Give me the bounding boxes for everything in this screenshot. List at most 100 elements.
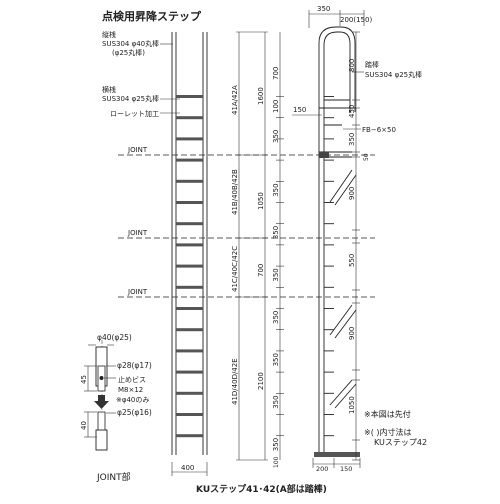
joint-label-2: JOINT (127, 229, 148, 237)
dim-900-b: 900 (348, 327, 356, 340)
rung (176, 285, 203, 289)
side-rail-label-1: 縦桟 (102, 30, 116, 39)
spacing-350: 350 (272, 130, 280, 143)
note-2: ※( )内寸法は (364, 427, 412, 437)
rung (176, 243, 203, 247)
joint-lower-tube (95, 429, 108, 451)
dim-200-bottom: 200 (316, 465, 328, 473)
rung (176, 137, 203, 141)
rung-label-3: ローレット加工 (110, 109, 159, 118)
dim-350-right: 350 (348, 133, 356, 146)
note-1: ※本図は先付 (364, 409, 411, 419)
rung (176, 116, 203, 120)
rung (176, 434, 203, 438)
joint-detail: φ40(φ25) φ28(φ17) 止めビス M8×12 ※φ40のみ φ25(… (80, 333, 152, 483)
rung (176, 95, 203, 98)
rung (176, 222, 203, 226)
height-1600: 1600 (257, 87, 265, 105)
joint-screw-label-2: M8×12 (118, 386, 143, 394)
rung (176, 179, 203, 183)
drawing-title: 点検用昇降ステップ (102, 9, 202, 23)
handrail-label-1: 踏棒 (365, 60, 379, 69)
joint-d1: φ40(φ25) (97, 333, 132, 342)
segment-dimensions: 41A/42A 41B/40B/42B 41C/40C/42C 41D/40D/… (231, 31, 268, 461)
spacing-350-label: 350 (272, 311, 280, 324)
bracket-brace-3 (329, 379, 357, 409)
handrail-hoop (323, 31, 351, 112)
dim-1050: 1050 (348, 396, 356, 414)
height-1050: 1050 (257, 192, 265, 210)
top-dimensions: 350 200(150) (308, 5, 372, 28)
right-dimensions: 800 450 350 50 900 550 900 1050 (348, 31, 370, 461)
segment-c: 41C/40C/42C (231, 246, 239, 292)
dim-450: 450 (348, 105, 356, 118)
segment-a: 41A/42A (231, 85, 239, 115)
rung (176, 307, 203, 310)
spacing-350-label: 350 (272, 353, 280, 366)
note-3: KUステップ42 (374, 438, 427, 447)
rung-label-2: SUS304 φ25丸棒 (102, 94, 159, 103)
rung (176, 158, 203, 162)
dim-550: 550 (348, 254, 356, 267)
bottom-side-dimensions: 200 150 (312, 458, 361, 473)
rung-callout: 横桟 SUS304 φ25丸棒 ローレット加工 (102, 85, 180, 118)
dim-50: 50 (363, 153, 370, 161)
spacing-350-label: 350 (272, 268, 280, 281)
joint-d2: φ28(φ17) (117, 361, 152, 370)
width-dimension: 400 (171, 462, 208, 476)
spacing-bottom-100: 100 (273, 456, 280, 468)
fb-label: FB−6×50 (362, 126, 396, 134)
notes: ※本図は先付 ※( )内寸法は KUステップ42 (364, 409, 427, 447)
joint-dim-40: 40 (80, 421, 88, 430)
bracket-brace-1 (329, 169, 357, 206)
rung-spacing-dimensions: 700 100 350 350 350 350 350 350 350 350 100 (272, 32, 284, 468)
rung (176, 201, 203, 204)
spacing-350-label: 350 (272, 183, 280, 196)
side-rail-label-3: (φ25丸棒) (112, 48, 145, 57)
segment-b: 41B/40B/42B (231, 169, 239, 215)
spacing-100: 100 (272, 100, 280, 113)
joint-dim-45: 45 (80, 375, 88, 384)
rung (176, 264, 203, 268)
dim-200-top: 200(150) (340, 16, 372, 24)
height-2100: 2100 (257, 372, 265, 390)
dim-350-top: 350 (317, 5, 330, 13)
width-400: 400 (181, 464, 194, 472)
ladder-front-view (171, 32, 208, 455)
rung (176, 370, 203, 374)
handrail-label-2: SUS304 φ25丸棒 (365, 70, 422, 79)
side-rail-label-2: SUS304 φ40丸棒 (102, 39, 159, 48)
dim-900-a: 900 (348, 187, 356, 200)
rung (176, 349, 203, 353)
rung (176, 391, 203, 395)
joint-label-3: JOINT (127, 288, 148, 296)
bracket-fb (319, 152, 329, 158)
joint-screw (99, 376, 104, 380)
side-rail-callout: 縦桟 SUS304 φ40丸棒 (φ25丸棒) (102, 30, 173, 57)
spacing-350-label: 350 (272, 226, 280, 239)
joint-screw-label-1: 止めビス (118, 375, 146, 384)
rungs (176, 95, 203, 438)
drawing-caption: KUステップ41･42(A部は踏棒) (196, 483, 327, 495)
dim-800: 800 (348, 59, 356, 72)
rung-label-1: 横桟 (102, 85, 116, 94)
joint-section-title: JOINT部 (96, 471, 131, 483)
joint-arrow-icon (94, 395, 109, 409)
height-700: 700 (257, 264, 265, 277)
spacing-700: 700 (272, 67, 280, 80)
spacing-350-label: 350 (272, 438, 280, 451)
joint-d3: φ25(φ16) (117, 408, 152, 417)
dim-150-mid: 150 (293, 106, 306, 114)
joint-screw-label-3: ※φ40のみ (116, 396, 149, 404)
base-plate (314, 452, 360, 457)
dim-150-bottom: 150 (340, 465, 352, 473)
ladder-side-view (314, 26, 360, 457)
joint-lines: JOINT JOINT JOINT (118, 146, 375, 298)
spacing-350-label: 350 (272, 395, 280, 408)
segment-d: 41D/40D/42E (231, 358, 239, 405)
joint-label-1: JOINT (127, 146, 148, 154)
rung (176, 413, 203, 416)
rung (176, 328, 203, 332)
